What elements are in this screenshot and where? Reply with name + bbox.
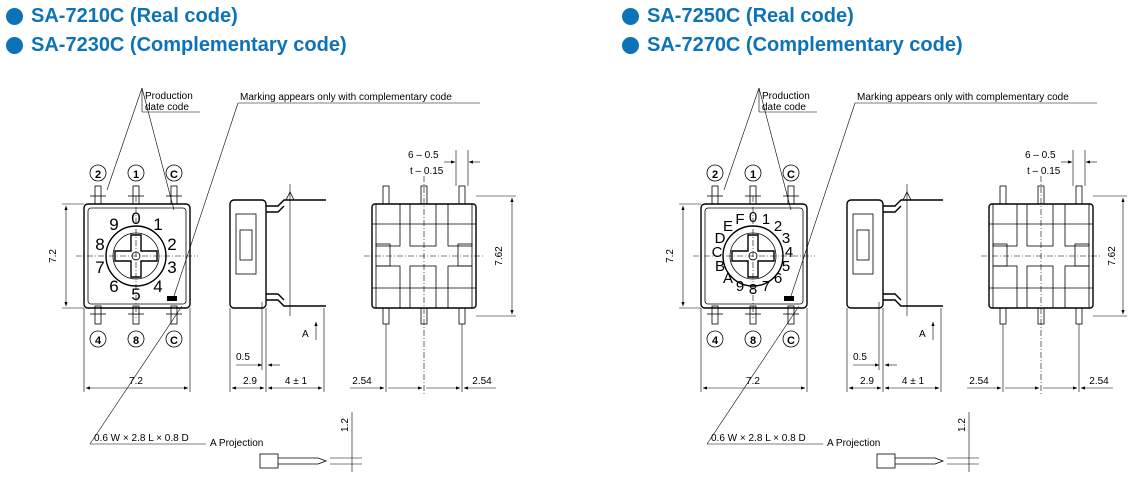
- svg-text:C: C: [170, 169, 178, 181]
- dim-2-54-left: 2.54: [352, 376, 372, 387]
- arrow-a-label: A: [919, 329, 926, 340]
- svg-text:1: 1: [153, 215, 162, 234]
- svg-text:5: 5: [782, 258, 790, 275]
- svg-text:F: F: [735, 211, 744, 228]
- dim-height-7-2: 7.2: [48, 249, 59, 263]
- dim-7-62: 7.62: [494, 246, 505, 266]
- dim-1-2: 1.2: [957, 418, 968, 432]
- pin-size-label: 0.6 W × 2.8 L × 0.8 D: [711, 433, 806, 444]
- svg-text:B: B: [715, 258, 725, 275]
- pin-size-label: 0.6 W × 2.8 L × 0.8 D: [94, 433, 189, 444]
- heading-sa-7250c: SA-7250C (Real code): [622, 3, 854, 29]
- svg-text:4: 4: [95, 335, 102, 347]
- dim-1-2: 1.2: [340, 418, 351, 432]
- svg-text:6: 6: [774, 270, 782, 287]
- svg-text:D: D: [715, 230, 726, 247]
- svg-text:9: 9: [736, 278, 744, 295]
- dim-6-0-5: 6 – 0.5: [1025, 150, 1056, 161]
- svg-text:4: 4: [153, 277, 162, 296]
- heading-sa-7210c: SA-7210C (Real code): [6, 3, 238, 29]
- production-label-2: date code: [145, 102, 189, 113]
- heading-text: SA-7230C (Complementary code): [31, 33, 347, 56]
- marking-label: Marking appears only with complementary …: [857, 92, 1069, 103]
- marking-label: Marking appears only with complementary …: [240, 92, 452, 103]
- svg-text:8: 8: [133, 335, 139, 347]
- heading-text: SA-7270C (Complementary code): [647, 33, 963, 56]
- svg-text:7: 7: [95, 258, 104, 277]
- production-label-1: Production: [762, 91, 810, 102]
- svg-text:A: A: [723, 270, 733, 287]
- svg-text:9: 9: [109, 215, 118, 234]
- heading-text: SA-7250C (Real code): [647, 4, 854, 27]
- dim-2-54-right: 2.54: [472, 376, 492, 387]
- heading-sa-7230c: SA-7230C (Complementary code): [6, 32, 347, 58]
- svg-text:7: 7: [762, 278, 770, 295]
- dim-t-0-15: t – 0.15: [410, 166, 444, 177]
- svg-text:C: C: [787, 335, 795, 347]
- dim-7-62: 7.62: [1107, 246, 1118, 266]
- svg-text:0: 0: [749, 209, 757, 226]
- dim-height-7-2: 7.2: [665, 249, 676, 263]
- dim-2-54-left: 2.54: [969, 376, 989, 387]
- production-label-1: Production: [145, 91, 193, 102]
- svg-text:4: 4: [785, 244, 793, 261]
- svg-text:2: 2: [712, 169, 718, 181]
- production-label-2: date code: [762, 102, 806, 113]
- svg-text:C: C: [712, 244, 723, 261]
- svg-text:C: C: [787, 169, 795, 181]
- drawing-right: Production date code Marking appears onl…: [665, 87, 1127, 472]
- svg-text:2: 2: [167, 235, 176, 254]
- svg-text:8: 8: [750, 335, 756, 347]
- svg-text:6: 6: [109, 277, 118, 296]
- svg-text:1: 1: [762, 211, 770, 228]
- svg-text:1: 1: [133, 169, 139, 181]
- projection-label: A Projection: [210, 438, 263, 449]
- heading-sa-7270c: SA-7270C (Complementary code): [622, 32, 963, 58]
- dim-2-9: 2.9: [860, 376, 874, 387]
- svg-text:3: 3: [782, 230, 790, 247]
- dim-t-0-15: t – 0.15: [1027, 166, 1061, 177]
- dim-6-0-5: 6 – 0.5: [408, 150, 439, 161]
- dim-0-5: 0.5: [853, 352, 867, 363]
- arrow-a-label: A: [302, 329, 309, 340]
- bullet-icon: [622, 36, 639, 54]
- svg-text:2: 2: [95, 169, 101, 181]
- dial-hex-right: 0 1 2 3 4 5 6 7 8 9 A B C D E F: [712, 209, 794, 298]
- svg-text:5: 5: [131, 285, 140, 304]
- svg-text:8: 8: [95, 235, 104, 254]
- dim-2-54-right: 2.54: [1089, 376, 1109, 387]
- projection-label: A Projection: [827, 438, 880, 449]
- dim-2-9: 2.9: [243, 376, 257, 387]
- svg-text:E: E: [723, 218, 733, 235]
- svg-text:4: 4: [712, 335, 719, 347]
- svg-text:C: C: [170, 335, 178, 347]
- dim-width-7-2: 7.2: [129, 376, 143, 387]
- bullet-icon: [6, 36, 23, 54]
- dim-0-5: 0.5: [236, 352, 250, 363]
- bullet-icon: [622, 7, 639, 25]
- dim-4-1: 4 ± 1: [285, 376, 308, 387]
- bullet-icon: [6, 7, 23, 25]
- svg-text:1: 1: [750, 169, 756, 181]
- dim-4-1: 4 ± 1: [902, 376, 925, 387]
- drawing-left: Production date code Marking appears onl…: [48, 87, 516, 472]
- svg-text:2: 2: [774, 218, 782, 235]
- svg-text:3: 3: [167, 258, 176, 277]
- dim-width-7-2: 7.2: [746, 376, 760, 387]
- heading-text: SA-7210C (Real code): [31, 4, 238, 27]
